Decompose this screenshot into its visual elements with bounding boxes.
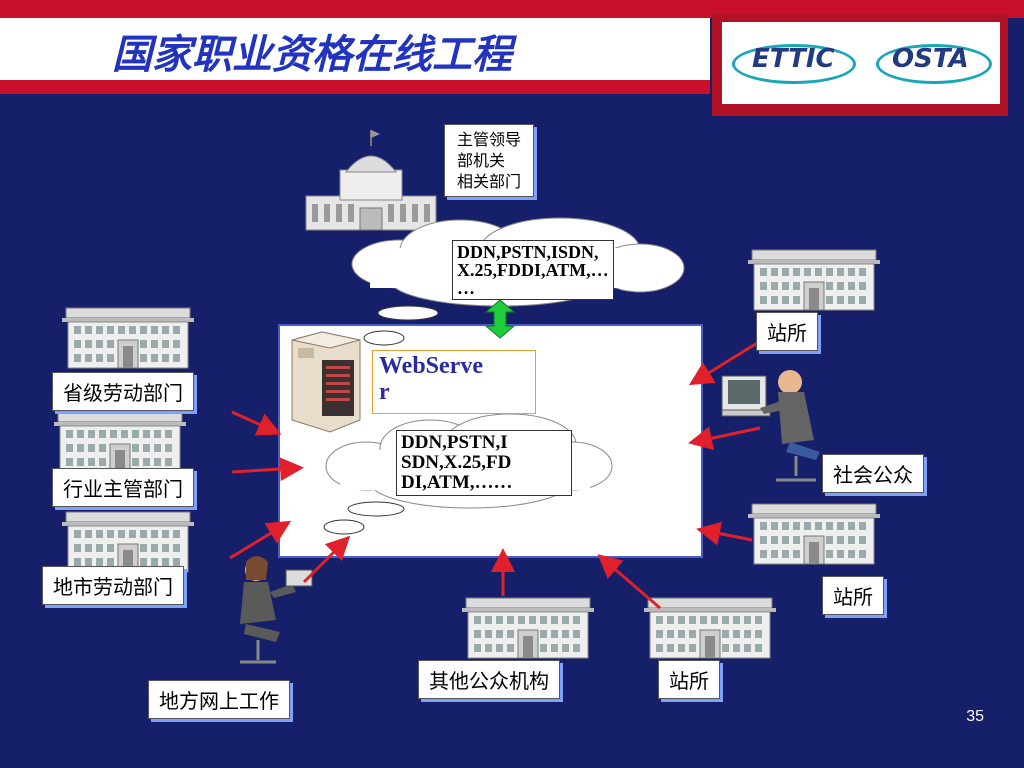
server-network-label: DDN,PSTN,I SDN,X.25,FD DI,ATM,……	[396, 430, 572, 496]
green-double-arrow-icon	[484, 299, 516, 339]
other-public-orgs-label: 其他公众机构	[418, 660, 560, 699]
title-stripe	[0, 80, 710, 94]
thought-bubble-3	[347, 501, 405, 517]
station-right-bottom-label: 站所	[822, 576, 884, 615]
building-icon	[53, 411, 187, 473]
central-authority-label: 主管领导 部机关 相关部门	[444, 124, 535, 197]
osta-logo-ring	[876, 44, 992, 84]
server-tower-icon	[291, 331, 361, 433]
station-top-right-label: 站所	[756, 312, 818, 351]
building-icon	[747, 503, 881, 565]
government-building-icon	[305, 130, 437, 231]
thought-bubble-2	[363, 330, 405, 346]
ettic-logo: ETTIC	[752, 44, 835, 74]
header-top-bar	[0, 0, 1024, 18]
osta-logo: OSTA	[892, 44, 969, 74]
provincial-labor-label: 省级劳动部门	[52, 372, 194, 411]
building-icon	[643, 597, 777, 659]
top-network-label: DDN,PSTN,ISDN, X.25,FDDI,ATM,… …	[452, 240, 614, 300]
ettic-logo-ring	[732, 44, 856, 84]
building-icon	[747, 249, 881, 311]
public-label: 社会公众	[822, 454, 924, 493]
woman-with-laptop-icon	[240, 556, 313, 664]
station-bottom-label: 站所	[658, 660, 720, 699]
building-icon	[61, 307, 195, 369]
thought-bubble-4	[323, 519, 365, 535]
title-background	[0, 18, 710, 80]
page-title: 国家职业资格在线工程	[112, 32, 512, 78]
connection-arrows	[229, 338, 763, 610]
city-labor-label: 地市劳动部门	[42, 566, 184, 605]
local-online-work-label: 地方网上工作	[148, 680, 290, 719]
web-server-label: WebServe r	[372, 350, 536, 414]
person-at-computer-icon	[721, 370, 820, 482]
thought-bubble-1	[377, 305, 439, 321]
industry-admin-label: 行业主管部门	[52, 468, 194, 507]
page-number: 35	[966, 708, 984, 725]
building-icon	[461, 597, 595, 659]
building-icon	[61, 511, 195, 573]
